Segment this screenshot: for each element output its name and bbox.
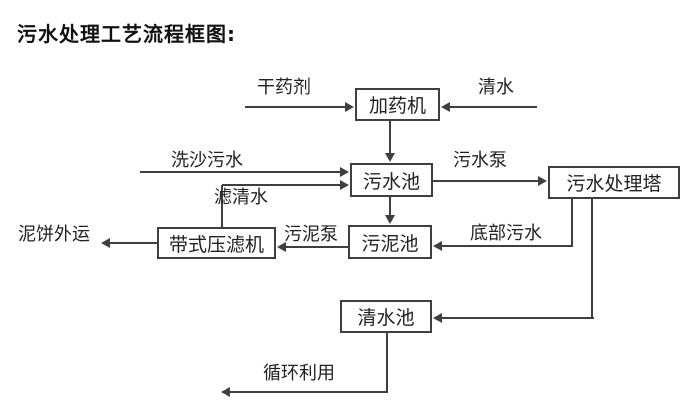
node-belt-filter-press: 带式压滤机: [157, 227, 276, 259]
node-sewage-pool: 污水池: [350, 163, 433, 197]
flow-line: [222, 184, 341, 186]
arrowhead-icon: [101, 238, 110, 248]
node-dosing-machine: 加药机: [355, 88, 440, 121]
arrowhead-icon: [433, 241, 442, 251]
flow-line: [221, 185, 223, 228]
flow-label-dry-chemical: 干药剂: [257, 77, 311, 98]
flow-label-sand-washing-sewage: 洗沙污水: [171, 150, 243, 171]
flow-line: [433, 180, 539, 182]
flow-line: [389, 120, 391, 154]
flow-line: [140, 171, 341, 173]
arrowhead-icon: [433, 313, 442, 323]
flow-label-sewage-pump: 污水泵: [453, 150, 507, 171]
flow-label-sludge-pump: 污泥泵: [284, 224, 338, 245]
node-sludge-pool: 污泥池: [348, 225, 432, 259]
flow-line: [109, 242, 157, 244]
arrowhead-icon: [277, 242, 286, 252]
flow-label-clean-water: 清水: [478, 77, 514, 98]
arrowhead-icon: [340, 167, 349, 177]
flow-line: [285, 246, 348, 248]
node-sewage-treatment-tower: 污水处理塔: [548, 166, 680, 199]
flow-line: [571, 198, 573, 247]
flow-line: [245, 106, 346, 108]
flow-label-bottom-sewage: 底部污水: [470, 223, 542, 244]
flow-label-mud-cake-transport: 泥饼外运: [18, 224, 90, 245]
arrowhead-icon: [385, 153, 395, 162]
node-clean-water-pool: 清水池: [340, 300, 432, 333]
arrowhead-icon: [221, 387, 230, 397]
flow-line: [389, 196, 391, 216]
flow-label-recycle-use: 循环利用: [263, 363, 335, 384]
flow-line: [229, 391, 388, 393]
flow-line: [441, 317, 594, 319]
flow-line: [449, 106, 537, 108]
page-title: 污水处理工艺流程框图:: [17, 22, 236, 46]
arrowhead-icon: [345, 102, 354, 112]
flow-line: [441, 245, 573, 247]
arrowhead-icon: [340, 180, 349, 190]
flow-label-filtered-water: 滤清水: [214, 187, 268, 208]
flow-line: [386, 332, 388, 393]
arrowhead-icon: [385, 215, 395, 224]
arrowhead-icon: [538, 176, 547, 186]
flow-line: [591, 198, 593, 319]
arrowhead-icon: [441, 102, 450, 112]
